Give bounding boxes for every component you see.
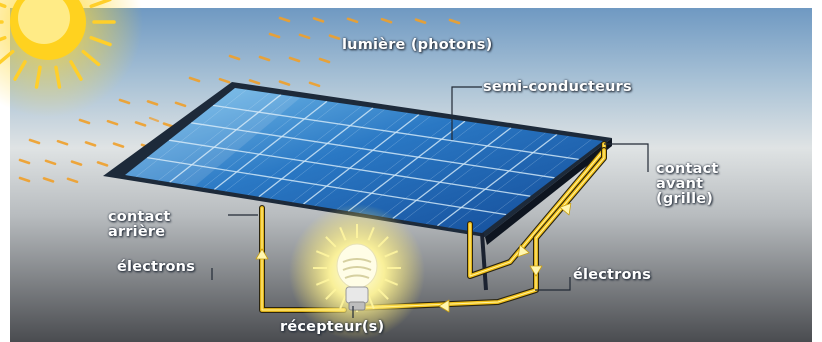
receiver-label: récepteur(s) (280, 319, 385, 335)
solar-panel (103, 82, 612, 245)
light-bulb-icon (289, 204, 425, 340)
front-contact-label: contact avant (grille) (656, 161, 719, 207)
sun-icon (0, 0, 143, 117)
panel-support (480, 232, 488, 291)
light-photons-label: lumière (photons) (342, 37, 493, 53)
back-contact-label: contact arrière (108, 209, 171, 240)
electrons-left-label: électrons (117, 259, 196, 275)
semiconductors-label: semi-conducteurs (483, 79, 632, 95)
electrons-right-label: électrons (573, 267, 652, 283)
leader-lines (211, 86, 649, 318)
circuit-wires (255, 141, 607, 313)
